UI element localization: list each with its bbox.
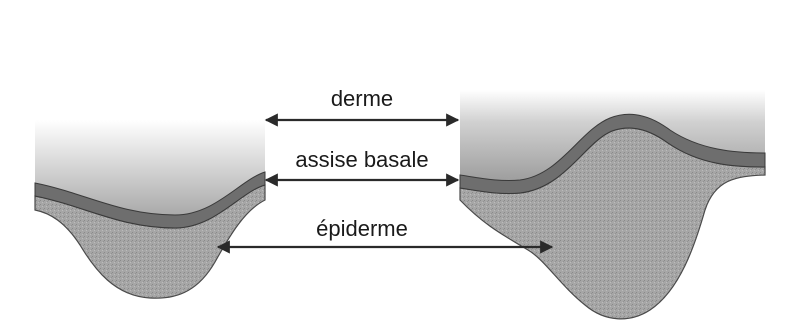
epiderme-label: épiderme [316, 216, 408, 241]
derme-label: derme [331, 86, 393, 111]
assise-basale-label: assise basale [295, 147, 428, 172]
